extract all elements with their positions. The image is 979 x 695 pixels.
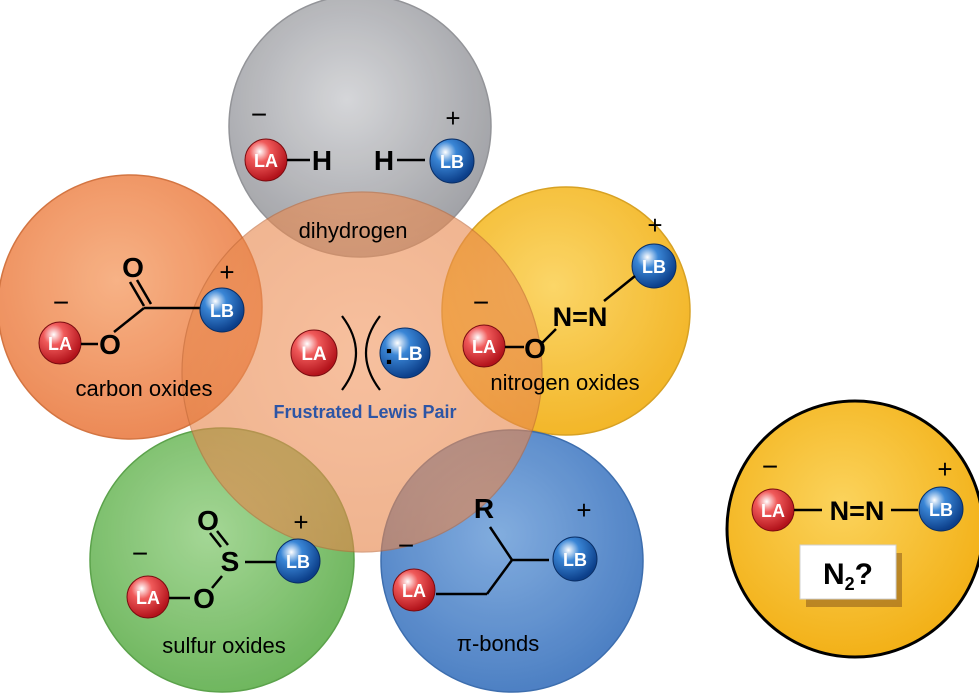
lewis-base-label: LB (563, 550, 587, 570)
oxygen-atom: O (99, 329, 121, 360)
azo-group: N=N (830, 496, 885, 526)
frustration-arc (364, 315, 381, 391)
lewis-base-sphere (199, 287, 245, 333)
nitrogen-oxides-label: nitrogen oxides (490, 370, 639, 395)
r-group: R (474, 493, 494, 524)
plus-charge: + (293, 507, 308, 537)
hydrogen-atom: H (374, 145, 394, 176)
oxygen-atom: O (122, 252, 144, 283)
lewis-acid-sphere (392, 568, 436, 612)
minus-charge: − (473, 287, 489, 318)
plus-charge: + (647, 210, 662, 240)
sulfur-oxides-label: sulfur oxides (162, 633, 286, 658)
lewis-base-label: LB (286, 552, 310, 572)
frustration-arc (341, 315, 358, 391)
lewis-base-label: LB (210, 301, 234, 321)
pi-bonds-label: π-bonds (457, 631, 539, 656)
plus-charge: + (445, 103, 460, 133)
frustrated-lewis-pair-circle (181, 191, 543, 553)
minus-charge: − (762, 451, 778, 482)
oxygen-atom: O (197, 505, 219, 536)
minus-charge: − (251, 99, 267, 130)
oxygen-atom: O (524, 333, 546, 364)
sulfur-atom: S (221, 546, 240, 577)
plus-charge: + (576, 495, 591, 525)
carbon-oxides-group: O + LB − LA O carbon oxides (38, 252, 245, 401)
minus-charge: − (53, 287, 69, 318)
hydrogen-atom: H (312, 145, 332, 176)
lewis-acid-label: LA (301, 344, 327, 365)
n2-question-group: − LA N=N + LB N2? (725, 399, 979, 659)
lewis-base-label: LB (642, 257, 666, 277)
lewis-base-label: LB (397, 344, 422, 365)
lewis-acid-label: LA (136, 588, 160, 608)
n2-question-label: N2? (823, 558, 873, 594)
plus-charge: + (219, 257, 234, 287)
carbon-oxides-label: carbon oxides (76, 376, 213, 401)
lewis-base-sphere (552, 536, 598, 582)
lewis-acid-label: LA (472, 337, 496, 357)
n2-circle (725, 399, 979, 659)
n2-box (799, 544, 897, 600)
lewis-base-label: LB (929, 500, 953, 520)
lewis-base-sphere (379, 327, 431, 379)
lewis-base-label: LB (440, 152, 464, 172)
flp-center-group: LA : LB Frustrated Lewis Pair (273, 315, 457, 422)
oxygen-atom: O (193, 583, 215, 614)
lewis-base-sphere (631, 243, 677, 289)
dihydrogen-group: − LA H H + LB dihydrogen (244, 99, 475, 243)
lewis-base-sphere (918, 486, 964, 532)
lewis-acid-sphere (290, 329, 338, 377)
nitrogen-oxides-group: + LB N=N − LA O nitrogen oxides (462, 210, 677, 395)
lewis-acid-label: LA (254, 151, 278, 171)
center-title: Frustrated Lewis Pair (273, 402, 456, 422)
lewis-acid-label: LA (402, 581, 426, 601)
minus-charge: − (132, 538, 148, 569)
pi-bonds-group: R + LB − LA π-bonds (392, 493, 598, 656)
lewis-base-sphere (275, 538, 321, 584)
lewis-acid-label: LA (761, 501, 785, 521)
azo-group: N=N (553, 302, 608, 332)
lewis-acid-label: LA (48, 334, 72, 354)
minus-charge: − (398, 530, 414, 561)
dihydrogen-label: dihydrogen (299, 218, 408, 243)
lone-pair: : (384, 338, 394, 371)
lewis-base-sphere (429, 138, 475, 184)
plus-charge: + (937, 454, 952, 484)
sulfur-oxides-group: O S + LB − LA O sulfur oxides (126, 505, 321, 658)
